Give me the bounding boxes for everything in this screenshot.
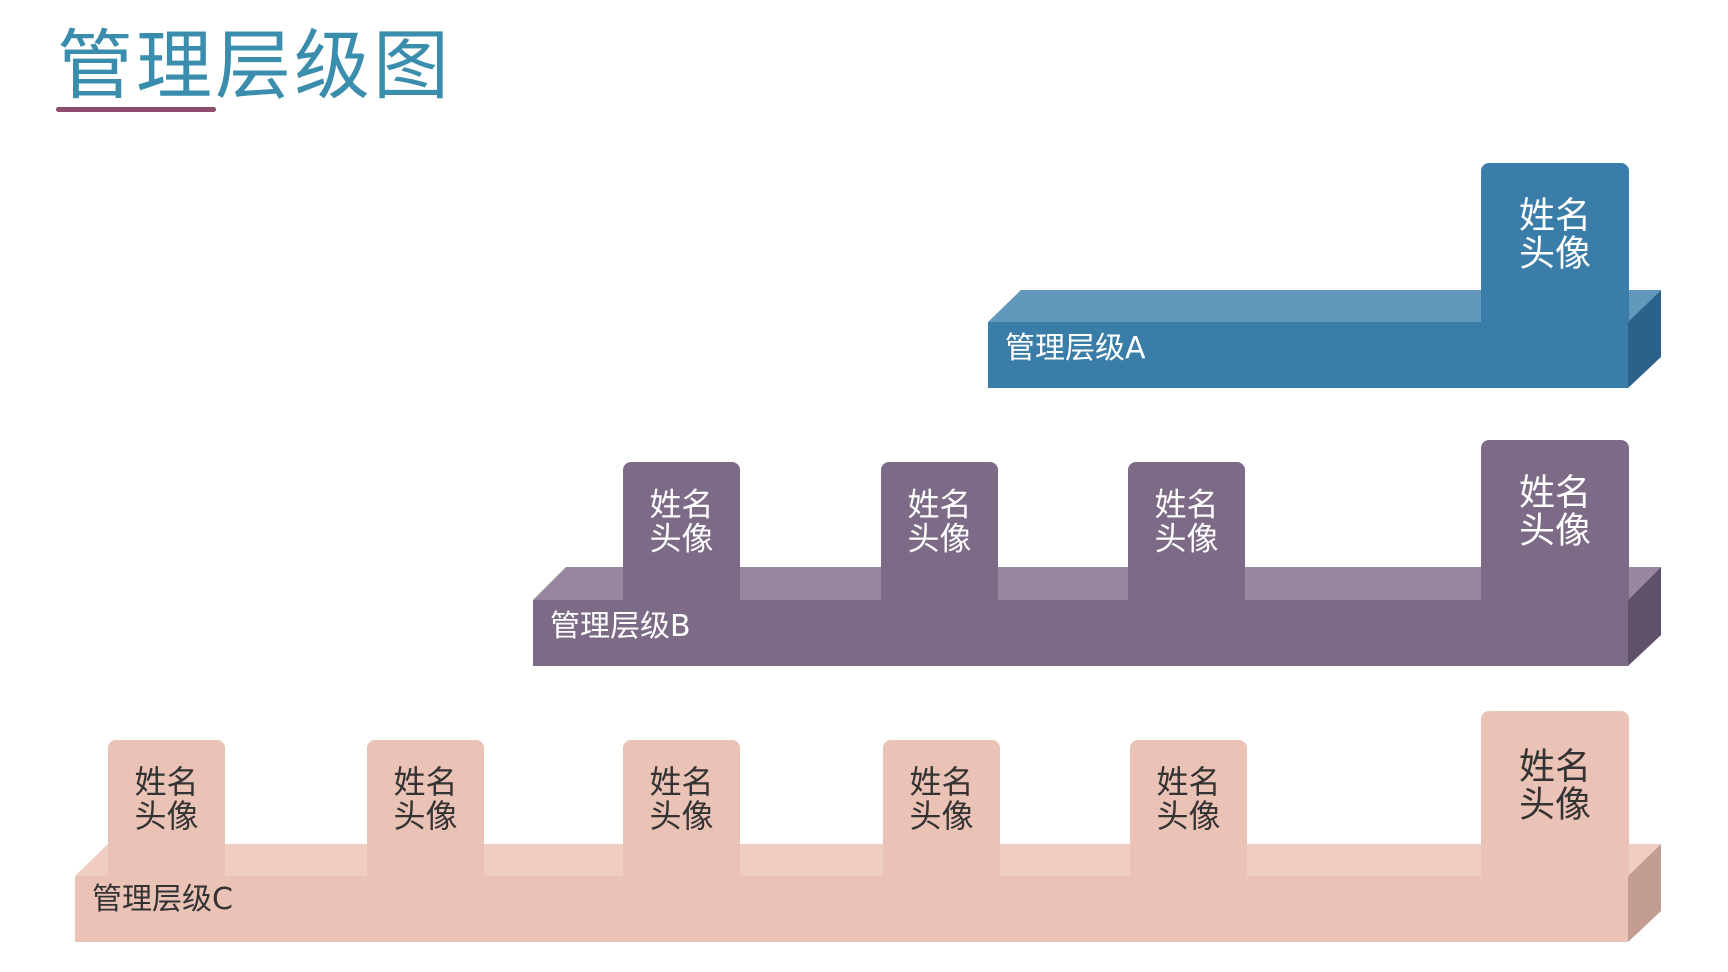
person-name-label: 姓名 xyxy=(134,763,198,801)
person-box-shape xyxy=(883,740,1000,882)
title-underline xyxy=(56,107,216,112)
level-c-platform-side xyxy=(1628,844,1661,942)
level-b-platform-side xyxy=(1628,567,1661,666)
person-box-shape xyxy=(1481,711,1629,882)
person-avatar-label: 头像 xyxy=(649,520,713,558)
person-avatar-label: 头像 xyxy=(907,520,971,558)
level-a-label: 管理层级A xyxy=(1005,331,1146,366)
person-name-label: 姓名 xyxy=(1154,486,1218,524)
person-box-shape xyxy=(881,462,998,606)
person-avatar-label: 头像 xyxy=(393,797,457,835)
person-avatar-label: 头像 xyxy=(909,797,973,835)
person-avatar-label: 头像 xyxy=(134,797,198,835)
person-name-label: 姓名 xyxy=(1519,473,1591,514)
person-name-label: 姓名 xyxy=(1519,196,1591,237)
person-box-shape xyxy=(108,740,225,882)
person-box-shape xyxy=(1130,740,1247,882)
person-box-shape xyxy=(1481,163,1629,328)
level-a-platform-front xyxy=(988,322,1628,388)
person-avatar-label: 头像 xyxy=(1519,511,1591,552)
level-a-platform-side xyxy=(1628,290,1661,388)
level-b-platform-front xyxy=(533,600,1628,666)
person-name-label: 姓名 xyxy=(907,486,971,524)
page-title: 管理层级图 xyxy=(57,21,452,110)
person-avatar-label: 头像 xyxy=(1519,234,1591,275)
person-box-shape xyxy=(367,740,484,882)
person-name-label: 姓名 xyxy=(649,486,713,524)
person-box-shape xyxy=(1481,440,1629,606)
person-name-label: 姓名 xyxy=(1156,763,1220,801)
level-c-platform-front xyxy=(75,876,1628,942)
person-name-label: 姓名 xyxy=(649,763,713,801)
person-box-shape xyxy=(623,740,740,882)
person-avatar-label: 头像 xyxy=(649,797,713,835)
person-box-shape xyxy=(1128,462,1245,606)
person-avatar-label: 头像 xyxy=(1519,785,1591,826)
level-b-platform-top xyxy=(533,567,1661,600)
person-avatar-label: 头像 xyxy=(1154,520,1218,558)
person-name-label: 姓名 xyxy=(1519,747,1591,788)
level-c-platform-top xyxy=(75,844,1661,876)
person-box-shape xyxy=(623,462,740,606)
person-name-label: 姓名 xyxy=(393,763,457,801)
person-avatar-label: 头像 xyxy=(1156,797,1220,835)
level-b-label: 管理层级B xyxy=(550,609,691,644)
level-c-label: 管理层级C xyxy=(92,882,233,917)
person-name-label: 姓名 xyxy=(909,763,973,801)
